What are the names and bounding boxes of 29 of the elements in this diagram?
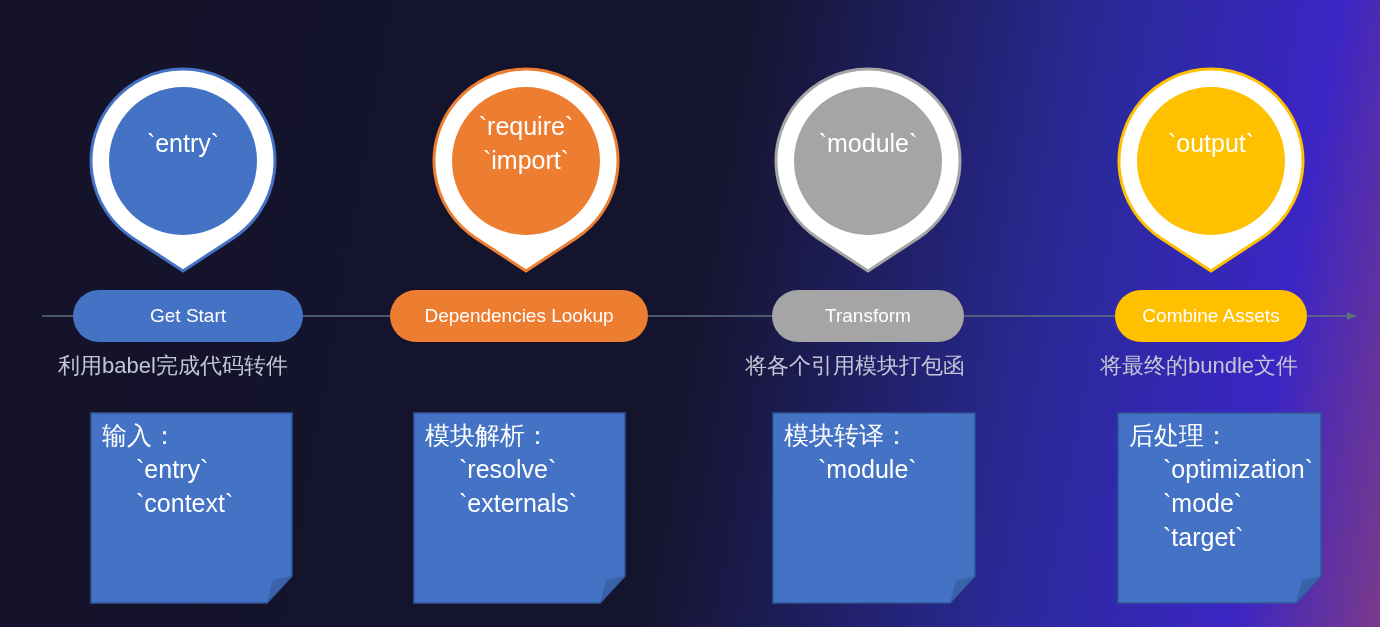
description-text: 利用babel完成代码转件: [58, 352, 289, 380]
connector-line: [302, 315, 391, 317]
note-item: `module`: [818, 454, 917, 485]
note-item: `resolve`: [459, 454, 557, 485]
description-text: 将各个引用模块打包函: [745, 352, 966, 380]
note-heading: 模块转译：: [784, 420, 909, 451]
pin-label: `module`: [817, 128, 919, 159]
note-item: `externals`: [459, 488, 578, 519]
connector-line: [647, 315, 773, 317]
pin-label: `require`: [477, 111, 575, 142]
note-heading: 输入：: [102, 420, 177, 451]
stage-label: Combine Assets: [1115, 290, 1307, 342]
note-item: `target`: [1163, 522, 1244, 553]
stage-label: Transform: [772, 290, 964, 342]
pin-label: `import`: [481, 145, 571, 176]
connector-line: [963, 315, 1116, 317]
pin-label: `entry`: [145, 128, 221, 159]
stage-label: Dependencies Lookup: [390, 290, 648, 342]
stage-label: Get Start: [73, 290, 303, 342]
note-item: `optimization`: [1163, 454, 1314, 485]
pin-label: `output`: [1166, 128, 1256, 159]
note-heading: 后处理：: [1129, 420, 1229, 451]
connector-line: [41, 315, 74, 317]
note-item: `context`: [136, 488, 234, 519]
arrow: [1306, 312, 1357, 320]
description-text: 将最终的bundle文件: [1100, 352, 1300, 380]
note-item: `entry`: [136, 454, 209, 485]
note-heading: 模块解析：: [425, 420, 550, 451]
note-item: `mode`: [1163, 488, 1243, 519]
